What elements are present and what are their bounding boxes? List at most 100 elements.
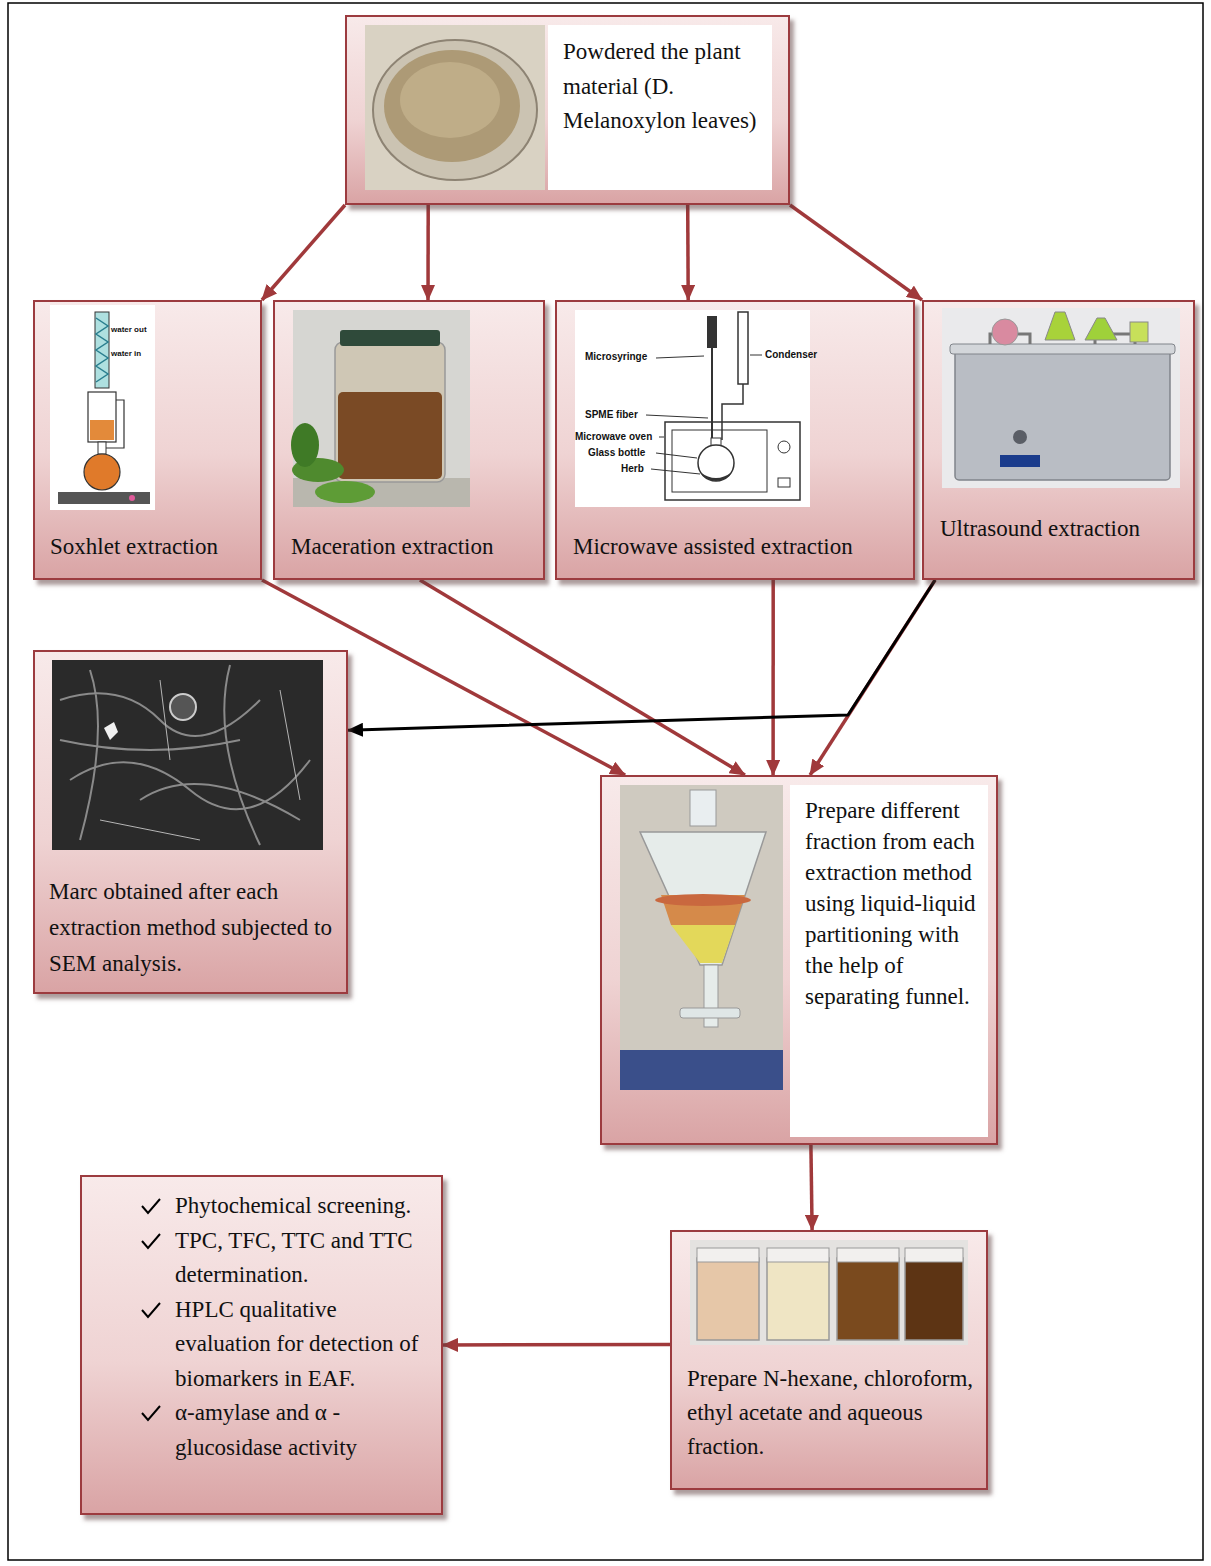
bath-rim [950,344,1175,354]
sem-image [52,660,323,850]
illustration-label: Glass bottle [588,447,645,458]
microwave-diagram [575,310,810,507]
illustration-label: water out [111,326,147,335]
bath-logo [1000,455,1040,467]
process-box: Prepare N-hexane, chloroform, ethyl acet… [670,1230,988,1490]
beaker-rim [767,1248,829,1262]
text-panel [790,785,988,1137]
hot-plate-light [129,495,135,501]
box-fill [555,300,915,580]
illustration-label: water in [111,350,141,359]
process-box: Soxhlet extraction [33,300,262,580]
beaker-rim [905,1248,963,1262]
process-box: Marc obtained after each extraction meth… [33,650,348,994]
box-text: Maceration extraction [291,530,533,564]
box-fill [80,1175,443,1515]
condenser-symbol [738,312,748,384]
condenser-tube [722,384,743,440]
illustration-label: Microwave oven [575,431,652,442]
box-text: Marc obtained after each extraction meth… [49,874,336,982]
beaker [837,1258,899,1340]
flask-neck [98,442,106,454]
connector-arrow [348,580,935,730]
illustration-label: Microsyringe [585,351,647,362]
process-box: Maceration extraction [273,300,545,580]
leader-line [651,469,700,474]
box-fill [922,300,1195,580]
box-text: Prepare different fraction from each ext… [805,795,986,1012]
illustration-label: Herb [621,463,644,474]
hot-plate [58,492,150,504]
maceration-photo [293,310,470,507]
illustration-label: Condenser [765,349,817,360]
process-box: Powdered the plant material (D. Melanoxy… [345,15,790,205]
sample-flask [1130,322,1148,342]
leaf [291,423,319,467]
glass-bowl [373,40,537,180]
plant-powder [384,50,520,162]
leader-line [656,453,697,458]
box-text: Ultrasound extraction [940,512,1183,546]
connector-arrow [443,1343,670,1347]
box-fill [600,775,998,1145]
beaker [767,1258,829,1340]
ultrasound-photo [942,308,1180,488]
jar-lid [340,330,440,346]
lower-layer [671,925,735,963]
process-box: Ultrasound extraction [922,300,1195,580]
sem-particle [104,722,118,740]
leader-line [646,415,708,418]
bench [620,1050,783,1090]
check-mark [140,1403,162,1423]
sample-flask [992,319,1018,345]
connector-arrow [686,205,690,300]
check-mark [140,1231,162,1251]
box-text: Soxhlet extraction [50,530,250,564]
box-fill [33,300,262,580]
sem-fibres [100,680,300,840]
fractions-photo [690,1240,968,1345]
sample-flask [1085,318,1117,340]
funnel-photo [620,785,783,1090]
box-text: HPLC qualitative evaluation for detectio… [175,1293,426,1397]
connector-arrow [262,205,345,300]
glass-jar [335,342,445,482]
sem-sphere [170,694,196,720]
leader-line [659,437,664,438]
sem-fibres [60,665,310,845]
glass-bottle [698,445,734,481]
leader-line [750,355,762,356]
beaker-rim [697,1248,759,1262]
funnel-stopper [690,790,716,826]
sample-flask [1045,312,1075,340]
box-fill [273,300,545,580]
stopcock [680,1008,740,1018]
leaf [315,481,375,503]
soxhlet-image [50,305,155,510]
check-mark [142,1303,160,1317]
oven-dial [778,441,790,453]
process-box: Prepare different fraction from each ext… [600,775,998,1145]
extraction-chamber [88,392,116,442]
siphon-tube [106,400,124,448]
bath-dial [1013,430,1027,444]
box-fill [670,1230,988,1490]
herb [700,472,732,481]
round-flask [84,454,120,490]
connector-arrow [790,205,922,300]
separating-funnel [640,832,766,965]
condenser-coil [96,318,108,382]
box-text: Powdered the plant material (D. Melanoxy… [563,35,776,139]
chamber-liquid [90,420,114,440]
box-fill [345,15,790,205]
ultrasonic-bath [955,350,1170,480]
box-fill [33,650,348,994]
illustration-label: SPME fiber [585,409,638,420]
connector-arrow [771,580,775,775]
plant-powder [400,62,500,138]
connector-arrow [426,205,430,300]
check-mark [142,1199,160,1213]
beaker-rim [837,1248,899,1262]
box-text: Microwave assisted extraction [573,530,903,564]
